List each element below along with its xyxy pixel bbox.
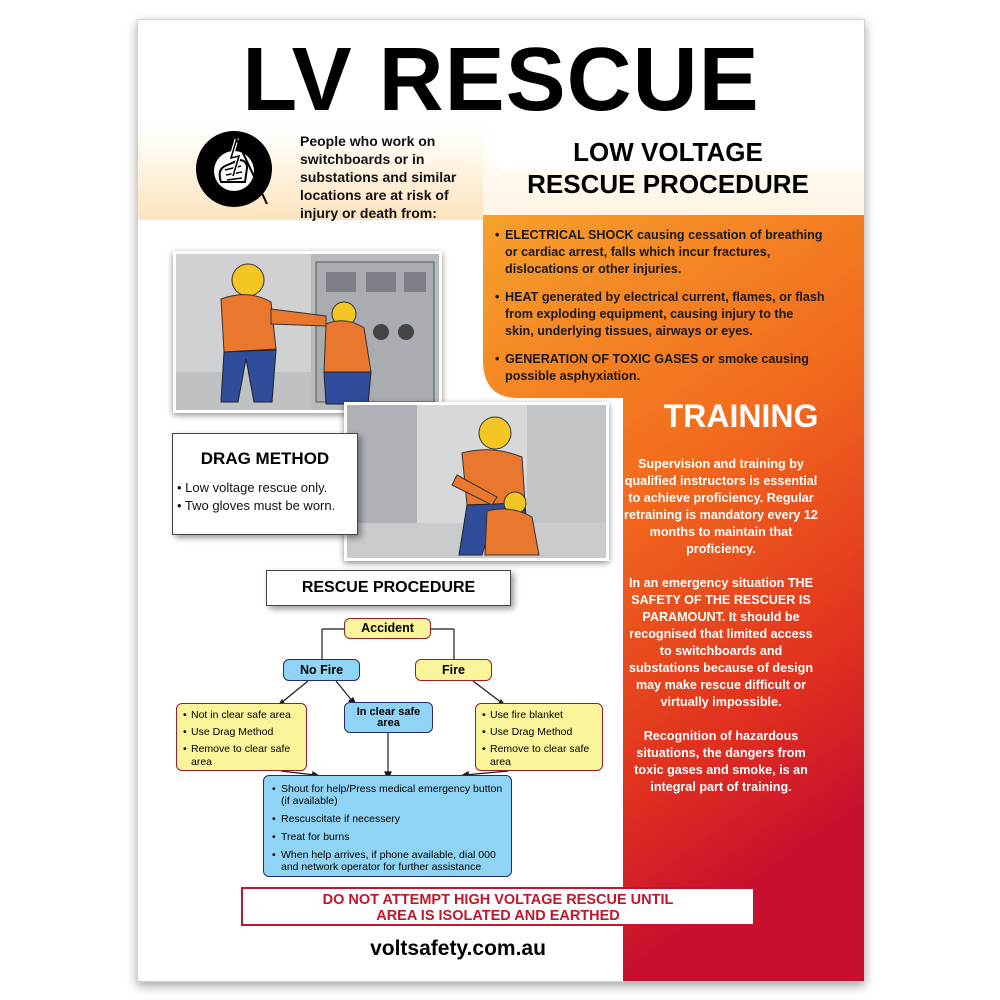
subtitle-line-2: RESCUE PROCEDURE [527, 169, 809, 199]
electric-hand-hazard-icon [196, 131, 272, 207]
drag-method-box: DRAG METHOD • Low voltage rescue only. •… [172, 433, 358, 535]
flow-node-no-fire: No Fire [283, 659, 360, 681]
poster-title: LV RESCUE [242, 30, 760, 130]
flow-step: Shout for help/Press medical emergency b… [272, 783, 505, 807]
flow-node-fire: Fire [415, 659, 492, 681]
drag-method-illustration-2 [344, 402, 609, 561]
flow-step: Remove to clear safe area [482, 743, 598, 769]
flow-node-final-actions: Shout for help/Press medical emergency b… [263, 775, 512, 877]
flow-step: Remove to clear safe area [183, 743, 302, 769]
risk-item: ELECTRICAL SHOCK causing cessation of br… [495, 227, 825, 278]
training-paragraph: Supervision and training by qualified in… [624, 457, 818, 556]
training-text: Supervision and training by qualified in… [624, 456, 818, 813]
risk-item: HEAT generated by electrical current, fl… [495, 289, 825, 340]
flow-node-accident: Accident [344, 618, 431, 639]
subtitle-line-1: LOW VOLTAGE [573, 137, 763, 167]
drag-method-list: • Low voltage rescue only. • Two gloves … [177, 479, 357, 515]
training-title: TRAINING [663, 398, 819, 434]
drag-method-illustration-1 [173, 251, 442, 413]
flow-node-clear-line-1: In clear safe [356, 706, 421, 718]
drag-method-item: • Two gloves must be worn. [177, 498, 336, 513]
flow-node-in-clear-safe-area: In clear safe area [344, 702, 433, 733]
training-paragraph: Recognition of hazardous situations, the… [634, 729, 808, 794]
flow-node-fire-actions: Use fire blanket Use Drag Method Remove … [475, 703, 603, 771]
intro-text: People who work on switchboards or in su… [300, 133, 457, 221]
flow-node-clear-line-2: area [377, 717, 400, 729]
website-link[interactable]: voltsafety.com.au [370, 937, 546, 960]
risk-item: GENERATION OF TOXIC GASES or smoke causi… [495, 351, 825, 385]
flow-step: Use fire blanket [482, 709, 598, 722]
risk-list: ELECTRICAL SHOCK causing cessation of br… [495, 227, 825, 396]
poster-subtitle: LOW VOLTAGE RESCUE PROCEDURE [488, 136, 848, 200]
drag-method-item: • Low voltage rescue only. [177, 480, 328, 495]
warning-line-2: AREA IS ISOLATED AND EARTHED [376, 908, 620, 924]
flow-step: Rescuscitate if necessery [272, 813, 505, 825]
flow-step: Use Drag Method [482, 726, 598, 739]
flow-step: Use Drag Method [183, 726, 302, 739]
flow-step: Not in clear safe area [183, 709, 302, 722]
warning-line-1: DO NOT ATTEMPT HIGH VOLTAGE RESCUE UNTIL [322, 892, 674, 908]
flow-step: When help arrives, if phone available, d… [272, 849, 505, 873]
safety-poster: LV RESCUE People who work on switchboard… [137, 19, 865, 982]
rescue-procedure-label: RESCUE PROCEDURE [266, 570, 511, 606]
flow-node-not-in-clear-area: Not in clear safe area Use Drag Method R… [176, 703, 307, 771]
high-voltage-warning: DO NOT ATTEMPT HIGH VOLTAGE RESCUE UNTIL… [241, 887, 755, 926]
training-paragraph: In an emergency situation THE SAFETY OF … [628, 576, 814, 709]
flow-step: Treat for burns [272, 831, 505, 843]
drag-method-title: DRAG METHOD [200, 449, 330, 468]
